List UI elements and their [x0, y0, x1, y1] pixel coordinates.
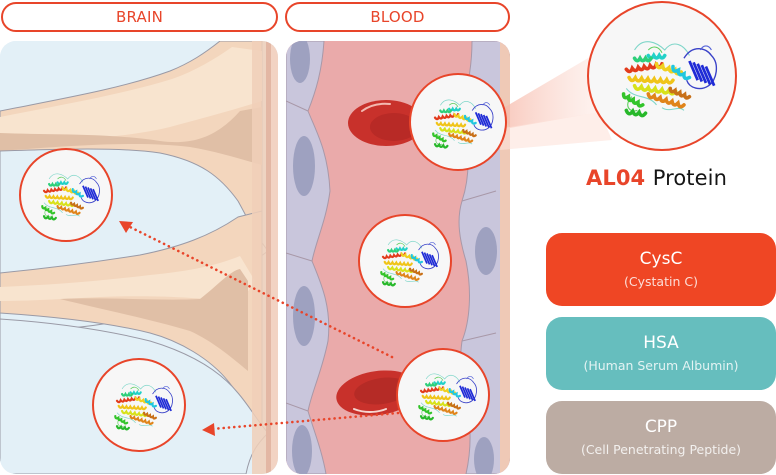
beta-sheet — [79, 176, 100, 204]
endothelial-nucleus — [475, 227, 497, 275]
endothelial-nucleus — [474, 437, 494, 474]
ribbon-strands — [432, 99, 494, 149]
carrier-card-cysc: CysC (Cystatin C) — [546, 233, 776, 306]
beta-sheet — [456, 376, 477, 404]
ribbon-strands — [418, 373, 477, 421]
protein-marker-brain-upper — [19, 148, 113, 242]
protein-word: Protein — [652, 166, 728, 190]
protein-marker-brain-lower — [92, 358, 186, 452]
red-blood-cell — [348, 100, 424, 146]
protein-marker-large — [587, 1, 737, 151]
beta-sheet — [418, 242, 439, 270]
endothelial-nucleus — [292, 425, 312, 474]
ribbon-strands — [114, 383, 173, 431]
endothelial-nucleus — [293, 136, 315, 196]
ribbon-strands — [41, 173, 100, 221]
endothelial-nucleus — [293, 286, 315, 346]
carrier-card-hsa: HSA (Human Serum Albumin) — [546, 317, 776, 390]
vessel-wall-strip-outer — [271, 41, 278, 474]
carrier-abbr: CysC — [639, 249, 683, 269]
astrocyte-highlight — [0, 47, 262, 141]
protein-structure-icon — [621, 41, 718, 118]
protein-marker-blood-lower — [396, 348, 490, 442]
brain-header-label: BRAIN — [115, 8, 163, 26]
carrier-full-name: (Human Serum Albumin) — [583, 358, 739, 373]
carrier-abbr: CPP — [644, 417, 678, 437]
blood-header-label: BLOOD — [370, 8, 425, 26]
protein-marker-blood-middle — [358, 214, 452, 308]
brain-header: BRAIN — [1, 2, 278, 32]
beta-sheet — [683, 45, 718, 90]
cell-junction — [286, 100, 309, 112]
protein-structure-icon — [432, 99, 494, 149]
cell-junction — [286, 402, 309, 412]
vessel-wall-strip — [500, 41, 510, 474]
protein-title: AL04 Protein — [586, 166, 727, 190]
cell-junction — [461, 332, 497, 342]
carrier-abbr: HSA — [643, 333, 679, 353]
ribbon-strands — [621, 41, 718, 118]
astrocyte-shadow — [0, 107, 262, 165]
protein-structure-icon — [380, 239, 439, 287]
protein-structure-icon — [114, 383, 173, 431]
protein-structure-icon — [41, 173, 100, 221]
vessel-wall-strip — [266, 41, 271, 474]
cell-junction — [461, 190, 497, 202]
blood-header: BLOOD — [285, 2, 510, 32]
protein-structure-icon — [418, 373, 477, 421]
carrier-full-name: (Cell Penetrating Peptide) — [580, 442, 742, 457]
endothelial-nucleus — [290, 41, 310, 83]
carrier-card-cpp: CPP (Cell Penetrating Peptide) — [546, 401, 776, 474]
basement-membrane — [252, 41, 266, 474]
protein-code: AL04 — [586, 166, 646, 190]
carrier-full-name: (Cystatin C) — [624, 274, 698, 289]
ribbon-strands — [380, 239, 439, 287]
protein-marker-blood-upper — [409, 73, 507, 171]
beta-sheet — [152, 386, 173, 414]
beta-sheet — [471, 102, 494, 131]
